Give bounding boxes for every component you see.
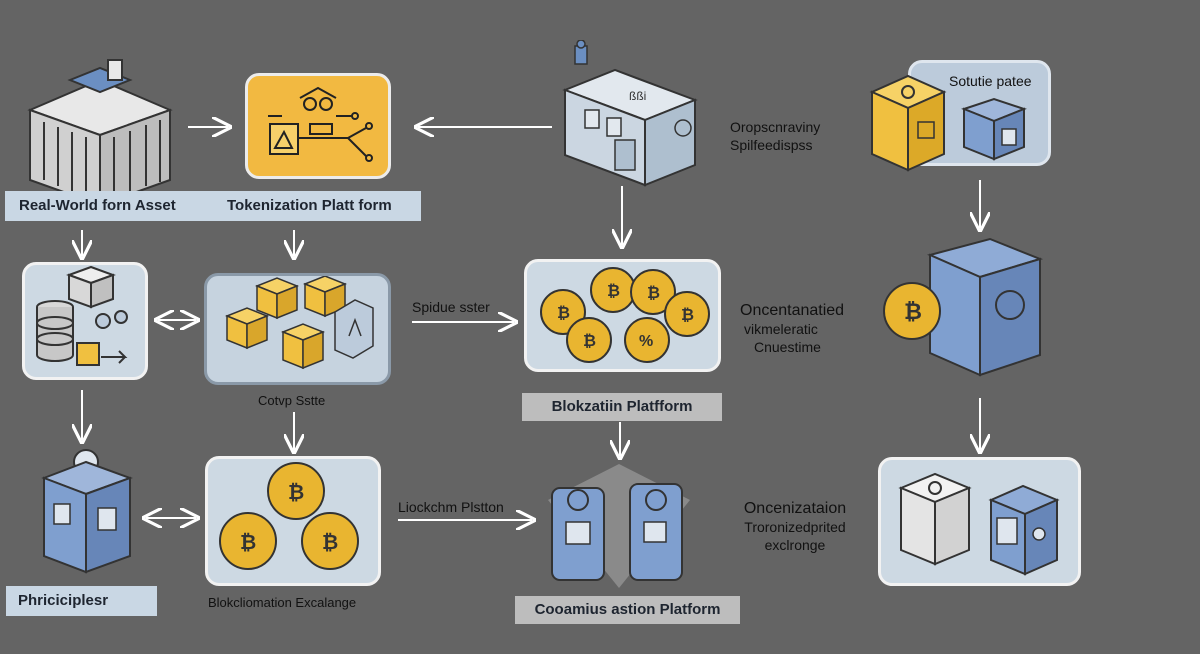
blokzatiin-platform-label: Blokzatiin Platfform: [522, 393, 722, 421]
bitcoin-coins-card: ₿ ₿ ₿ ₿ ₿ %: [524, 259, 721, 372]
ops-line-2: Spilfeedispss: [730, 137, 813, 153]
bank-building-icon: [27, 59, 173, 207]
coamius-platform-label: Cooamius astion Platform: [515, 596, 740, 624]
solution-label: Sotutie patee: [949, 73, 1032, 89]
tokenization-circuit-icon: [268, 86, 373, 162]
svg-text:₿: ₿: [240, 532, 256, 554]
svg-text:%: %: [639, 333, 653, 350]
oncenizataion-line-1: Oncenizataion: [743, 500, 847, 517]
mixed-cubes-icon: [898, 472, 1060, 576]
tokenization-platform-card: [245, 73, 391, 179]
svg-text:₿: ₿: [583, 332, 596, 350]
oncenizataion-line-2: Troronizedprited: [744, 519, 846, 535]
real-world-asset-label: Real-World forn Asset: [19, 197, 176, 214]
bitcoin-cube-icon: ₿: [883, 237, 1044, 377]
svg-text:₿: ₿: [557, 304, 570, 322]
oncentanatied-text-block: Oncentanatied vikmeleratic Cnuestime: [740, 302, 844, 356]
svg-text:₿: ₿: [322, 532, 338, 554]
blockchain-exchange-label: Blokcliomation Excalange: [208, 595, 357, 610]
exchange-coins-icon: ₿ ₿ ₿: [219, 462, 359, 570]
database-icon: [36, 265, 128, 366]
shield-box-icon: [41, 449, 133, 574]
svg-text:₿: ₿: [647, 284, 660, 302]
bitcoin-coins-icon: ₿ ₿ ₿ ₿ ₿ %: [540, 267, 710, 363]
cubes-card: [204, 273, 391, 385]
blue-server-icon: [548, 464, 690, 588]
oncenizataion-line-3: exclronge: [764, 537, 826, 553]
exchange-coins-card: ₿ ₿ ₿: [205, 456, 381, 586]
label-bar-row1: Real-World forn Asset Tokenization Platt…: [5, 191, 421, 221]
svg-text:₿: ₿: [681, 306, 694, 324]
cotvp-state-label: Cotvp Sstte: [258, 393, 326, 408]
yellow-chip-cube-icon: [869, 74, 947, 172]
oncentanatied-line-1: Oncentanatied: [740, 302, 845, 319]
spidue-label: Spidue sster: [412, 299, 490, 315]
oncenizataion-text-block: Oncenizataion Troronizedprited exclronge: [728, 500, 862, 554]
ops-line-1: Oropscnraviny: [730, 119, 821, 135]
mixed-cubes-card: [878, 457, 1081, 586]
svg-text:₿: ₿: [607, 282, 620, 300]
blue-chip-cube-icon: [961, 97, 1027, 161]
gold-cubes-icon: [224, 276, 374, 370]
lickchm-platform-label: Liockchm Plstton: [398, 499, 504, 515]
factory-building-icon: ßßi: [562, 40, 698, 187]
svg-text:₿: ₿: [288, 482, 304, 504]
tokenization-platform-label: Tokenization Platt form: [227, 197, 392, 214]
ops-text-block: Oropscnraviny Spilfeedispss: [730, 118, 820, 154]
database-card: [22, 262, 148, 380]
oncentanatied-line-2: vikmeleratic: [744, 321, 818, 337]
svg-text:₿: ₿: [904, 299, 922, 324]
oncentanatied-line-3: Cnuestime: [754, 339, 821, 355]
phriciciplesr-label: Phriciciplesr: [6, 586, 157, 616]
svg-text:ßßi: ßßi: [629, 89, 646, 103]
